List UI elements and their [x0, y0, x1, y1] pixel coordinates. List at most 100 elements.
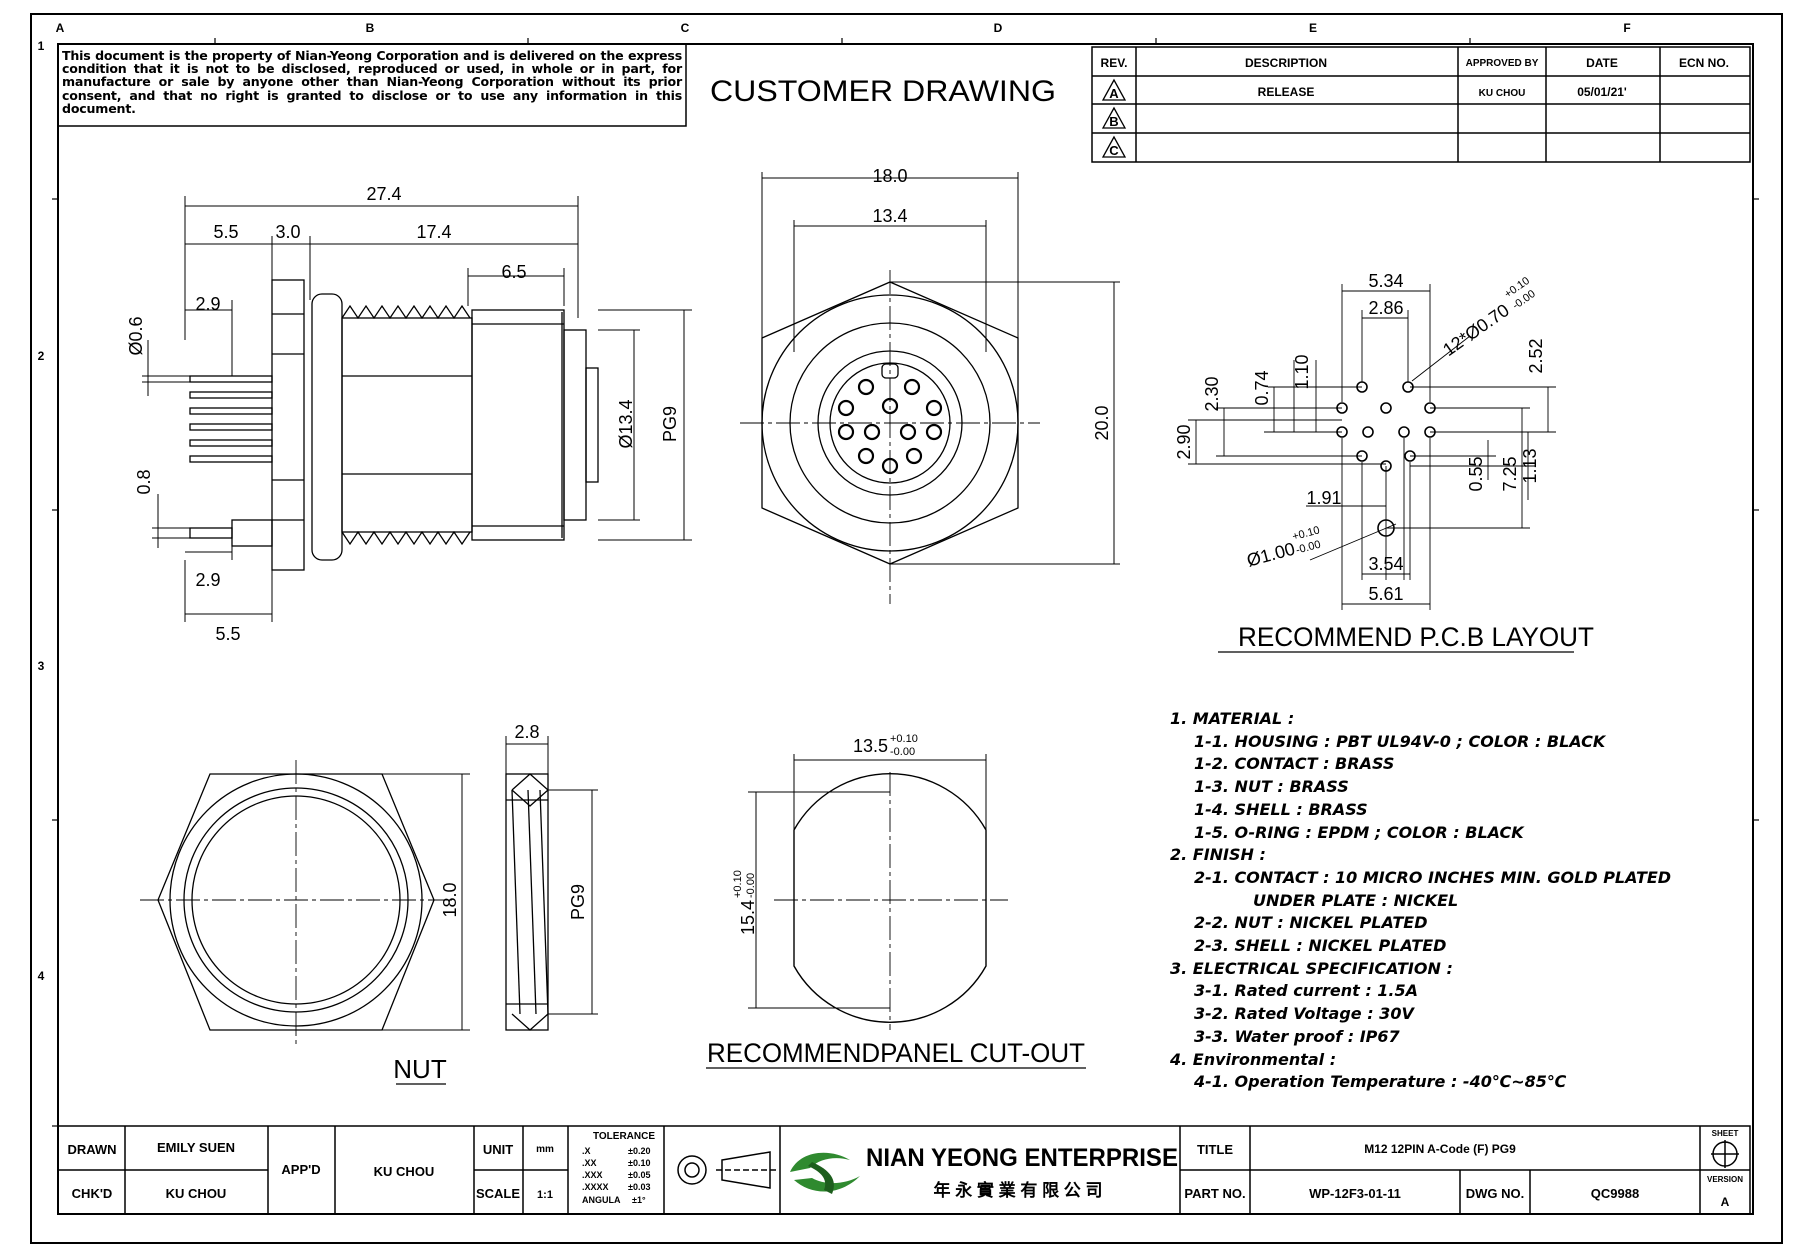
notice-box	[57, 43, 687, 127]
dim-nut-pg9: PG9	[568, 884, 588, 920]
rev-header-rev: REV.	[1101, 56, 1128, 70]
dim-cutout-width-tol-plus: +0.10	[890, 733, 918, 745]
zone-numbers: 1 2 3 4	[38, 39, 45, 983]
dim-pcb-2-90: 2.90	[1174, 424, 1194, 459]
nut-side	[505, 773, 549, 1031]
dim-pcb-1-10: 1.10	[1292, 354, 1312, 389]
dim-front-13-4: 13.4	[872, 206, 907, 226]
tb-checked-label: CHK'D	[72, 1186, 113, 1201]
rev-row-approved: KU CHOU	[1479, 88, 1526, 99]
rev-letter-b: B	[1109, 114, 1118, 129]
zone-number: 4	[38, 969, 45, 983]
note-line: 1-4. SHELL : BRASS	[1194, 799, 1368, 819]
tb-checked-by: KU CHOU	[166, 1186, 227, 1201]
dim-side-6-5: 6.5	[501, 262, 526, 282]
dim-side-3-0: 3.0	[275, 222, 300, 242]
dim-side-0-8: 0.8	[134, 469, 154, 494]
panel-cutout-shape	[793, 773, 987, 1023]
tb-dwg-no-label: DWG NO.	[1466, 1186, 1525, 1201]
pcb-layout-title: RECOMMEND P.C.B LAYOUT	[1238, 622, 1594, 652]
rev-row-date: 05/01/21'	[1577, 85, 1627, 99]
note-line: 2. FINISH :	[1170, 845, 1266, 865]
revision-table	[1091, 46, 1751, 163]
zone-number: 1	[38, 39, 45, 53]
company-name-en: NIAN YEONG ENTERPRISE	[866, 1144, 1178, 1172]
rev-letter-c: C	[1109, 143, 1119, 158]
projection-symbol-icon	[677, 1151, 776, 1189]
sheet-target-icon	[1711, 1140, 1739, 1168]
tb-tol-key: .XXXX	[582, 1182, 609, 1192]
tb-tol-val: ±0.03	[628, 1182, 650, 1192]
company-logo-icon	[790, 1152, 860, 1194]
rev-triangles	[1101, 78, 1127, 158]
dim-cutout-height: 15.4	[738, 900, 758, 935]
dim-side-5-5: 5.5	[213, 222, 238, 242]
company-name-zh: 年 永 實 業 有 限 公 司	[933, 1180, 1102, 1200]
tb-title-label: TITLE	[1197, 1142, 1233, 1157]
note-line: 1-5. O-RING : EPDM ; COLOR : BLACK	[1194, 822, 1524, 842]
outer-border	[30, 13, 1783, 1244]
dim-side-shell-dia: Ø13.4	[616, 399, 636, 448]
rev-header-description: DESCRIPTION	[1245, 56, 1327, 70]
zone-letter: B	[366, 21, 375, 35]
dim-pcb-2-30: 2.30	[1202, 376, 1222, 411]
tb-drawn-label: DRAWN	[67, 1142, 116, 1157]
dim-cutout-height-tol-minus: -0.00	[745, 873, 757, 898]
side-view	[189, 279, 599, 571]
note-line: 3-1. Rated current : 1.5A	[1194, 981, 1419, 1001]
note-line: 4. Environmental :	[1170, 1049, 1337, 1069]
dim-cutout-width-tol-minus: -0.00	[890, 746, 915, 758]
zone-letter: E	[1309, 21, 1317, 35]
tb-drawn-by: EMILY SUEN	[157, 1140, 235, 1155]
tb-unit-value: mm	[536, 1144, 554, 1155]
dim-cutout-width: 13.5	[853, 736, 888, 756]
tb-version-label: VERSION	[1707, 1175, 1743, 1184]
tb-tolerance-label: TOLERANCE	[593, 1131, 655, 1142]
zone-letter: F	[1623, 21, 1630, 35]
tb-part-no-label: PART NO.	[1184, 1186, 1245, 1201]
note-line: 1-1. HOUSING : PBT UL94V-0 ; COLOR : BLA…	[1194, 731, 1606, 751]
sheet-title: CUSTOMER DRAWING	[710, 75, 1056, 108]
tb-tol-val: ±0.10	[628, 1158, 650, 1168]
note-line: 2-1. CONTACT : 10 MICRO INCHES MIN. GOLD…	[1194, 867, 1672, 887]
dim-pcb-3-54: 3.54	[1368, 554, 1403, 574]
pcb-peg-callout: Ø1.00	[1245, 539, 1298, 571]
note-line: 3. ELECTRICAL SPECIFICATION :	[1170, 958, 1453, 978]
note-line: 3-3. Water proof : IP67	[1194, 1026, 1400, 1046]
rev-header-approved: APPROVED BY	[1466, 58, 1539, 69]
tb-dwg-no: QC9988	[1591, 1186, 1639, 1201]
note-line: 1-3. NUT : BRASS	[1194, 777, 1349, 797]
dim-pcb-2-52: 2.52	[1526, 338, 1546, 373]
rev-header-date: DATE	[1586, 56, 1618, 70]
panel-cutout-title: RECOMMENDPANEL CUT-OUT	[707, 1038, 1085, 1068]
dim-side-overall: 27.4	[366, 184, 401, 204]
dim-nut-2-8: 2.8	[514, 722, 539, 742]
tb-title-value: M12 12PIN A-Code (F) PG9	[1364, 1142, 1516, 1156]
tb-scale-label: SCALE	[476, 1186, 520, 1201]
note-line: 1. MATERIAL :	[1170, 709, 1295, 728]
title-block	[57, 1125, 1751, 1215]
dim-pcb-5-61: 5.61	[1368, 584, 1403, 604]
note-line: 2-2. NUT : NICKEL PLATED	[1194, 913, 1428, 933]
tb-sheet-label: SHEET	[1712, 1129, 1739, 1138]
tb-tol-val: ±0.05	[628, 1170, 650, 1180]
dim-nut-18-0: 18.0	[440, 882, 460, 917]
pcb-hole-callout: 12*Ø0.70	[1439, 300, 1513, 360]
dim-side-2-9-bottom: 2.9	[195, 570, 220, 590]
tb-scale-value: 1:1	[537, 1189, 553, 1201]
tb-approved-by: KU CHOU	[374, 1164, 435, 1179]
front-view-contacts	[837, 378, 943, 475]
rev-row-description: RELEASE	[1258, 85, 1315, 99]
tb-tol-key: .X	[582, 1146, 591, 1156]
zone-number: 2	[38, 349, 45, 363]
nut-title: NUT	[393, 1054, 447, 1084]
rev-letter-a: A	[1109, 86, 1119, 101]
dim-front-18-0: 18.0	[872, 166, 907, 186]
rev-header-ecn: ECN NO.	[1679, 56, 1729, 70]
note-line: UNDER PLATE : NICKEL	[1253, 890, 1459, 910]
tb-tol-key: .XXX	[582, 1170, 603, 1180]
dim-pcb-0-55: 0.55	[1466, 456, 1486, 491]
zone-letter: D	[994, 21, 1003, 35]
tb-unit-label: UNIT	[483, 1142, 513, 1157]
